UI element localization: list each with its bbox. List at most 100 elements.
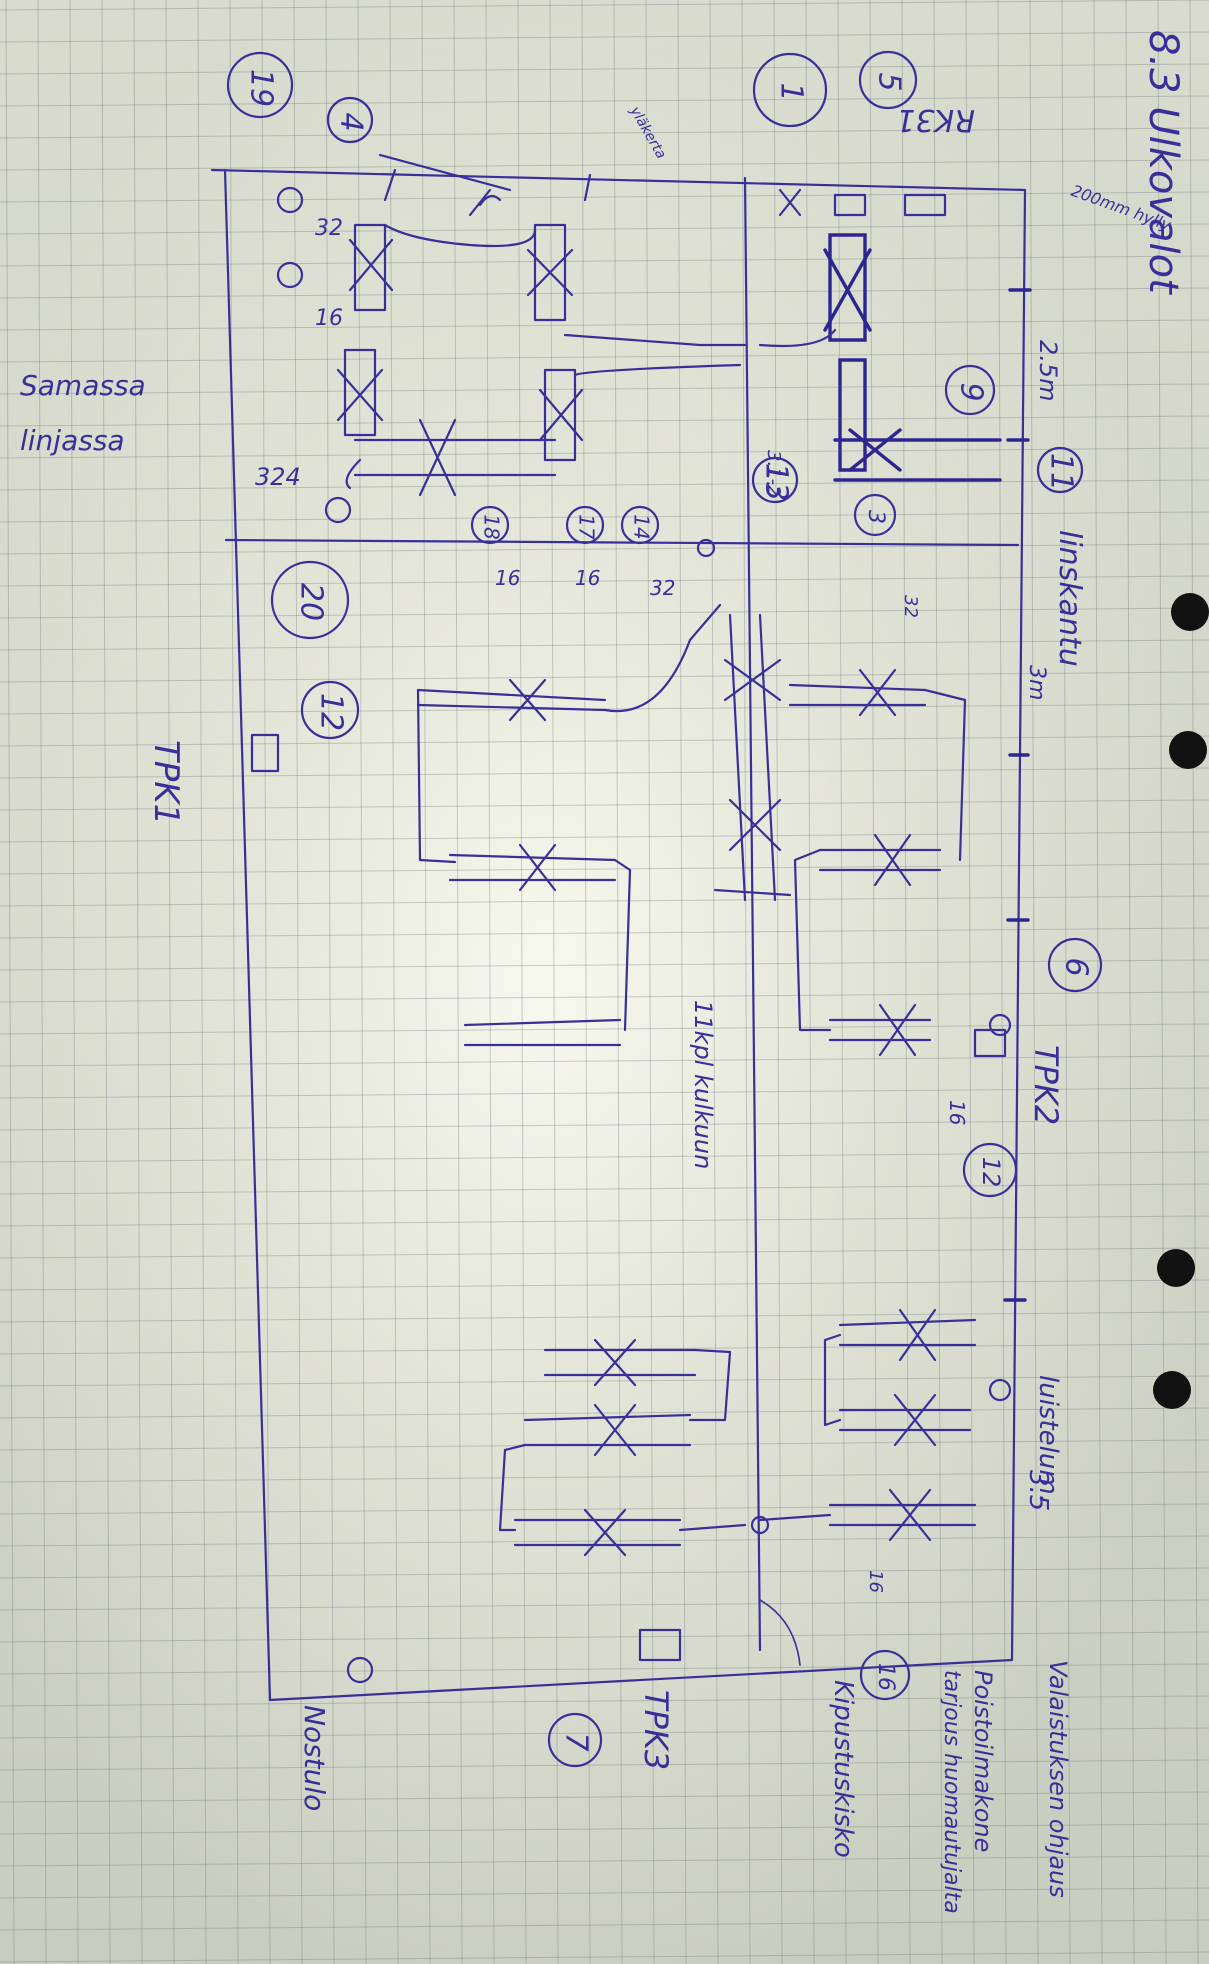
grid-line bbox=[37, 0, 47, 1964]
grid-line bbox=[0, 1215, 1209, 1227]
grid-line bbox=[0, 639, 1209, 651]
label-3m: 3m bbox=[1024, 665, 1049, 700]
grid-line bbox=[0, 127, 1209, 139]
grid-line bbox=[0, 1087, 1209, 1099]
label-kipustuskisko: Kipustuskisko bbox=[828, 1680, 858, 1858]
grid-line bbox=[0, 511, 1209, 523]
grid-line bbox=[421, 0, 431, 1964]
grid-line bbox=[0, 1951, 1209, 1963]
tpk2-box bbox=[973, 1028, 1007, 1058]
label-linjassa: linjassa bbox=[20, 424, 125, 457]
grid-line bbox=[0, 1695, 1209, 1707]
marker-number: 17 bbox=[575, 514, 599, 540]
grid-line bbox=[0, 799, 1209, 811]
label-3-5: 3.5 bbox=[1023, 1470, 1053, 1511]
label-32a: 32 bbox=[315, 216, 343, 241]
wall-marks-right bbox=[1003, 288, 1032, 1302]
grid-line bbox=[0, 1663, 1209, 1675]
label-samassa: Samassa bbox=[20, 369, 146, 402]
corridor-line-horizontal bbox=[224, 538, 1020, 547]
luminaire-group-middle-right bbox=[788, 668, 967, 1057]
label-rk31: RK31 bbox=[896, 102, 975, 137]
binder-hole bbox=[1171, 593, 1209, 631]
grid-line bbox=[0, 1375, 1209, 1387]
grid-line bbox=[1125, 0, 1135, 1964]
marker-number: 5 bbox=[872, 72, 907, 91]
marker-number: 12 bbox=[314, 693, 349, 731]
grid-line bbox=[0, 447, 1209, 459]
label-ylakerta: yläkerta bbox=[626, 103, 669, 162]
corridor-line-vertical bbox=[743, 176, 762, 1652]
label-16b: 16 bbox=[495, 566, 520, 590]
marker-number: 7 bbox=[559, 1732, 594, 1751]
marker-number: 16 bbox=[873, 1663, 898, 1691]
grid-line bbox=[549, 0, 559, 1964]
building-outline bbox=[210, 168, 1027, 1702]
grid-line bbox=[0, 1183, 1209, 1195]
grid-line bbox=[0, 831, 1209, 843]
grid-line bbox=[0, 1535, 1209, 1547]
grid-line bbox=[0, 927, 1209, 939]
grid-line bbox=[0, 1727, 1209, 1739]
label-16e: 16 bbox=[865, 1570, 886, 1593]
label-16d: 16 bbox=[945, 1100, 969, 1125]
grid-line bbox=[0, 319, 1209, 331]
grid-line bbox=[69, 0, 79, 1964]
grid-line bbox=[709, 0, 719, 1964]
grid-line bbox=[613, 0, 623, 1964]
tpk1-box bbox=[250, 733, 280, 773]
label-16c: 16 bbox=[575, 566, 600, 590]
grid-line bbox=[0, 223, 1209, 235]
grid-line bbox=[869, 0, 879, 1964]
marker-circle bbox=[1047, 937, 1103, 993]
grid-line bbox=[1157, 0, 1167, 1964]
marker-number: 9 bbox=[954, 382, 989, 401]
binder-hole bbox=[1169, 731, 1207, 769]
grid-line bbox=[0, 191, 1209, 203]
grid-line bbox=[5, 0, 15, 1964]
luminaire-group-bottom-right bbox=[758, 1308, 977, 1542]
grid-line bbox=[357, 0, 367, 1964]
grid-line bbox=[485, 0, 495, 1964]
grid-line bbox=[581, 0, 591, 1964]
marker-circle bbox=[470, 505, 510, 545]
grid-line bbox=[0, 1247, 1209, 1259]
grid-line bbox=[0, 63, 1209, 75]
grid-line bbox=[0, 1471, 1209, 1483]
label-tpk1: TPK1 bbox=[146, 740, 186, 825]
grid-line bbox=[0, 895, 1209, 907]
grid-line bbox=[389, 0, 399, 1964]
marker-number: 12 bbox=[977, 1157, 1005, 1188]
label-11kpl: 11kpl kulkuun bbox=[689, 1000, 717, 1169]
marker-circle bbox=[547, 1712, 603, 1768]
marker-circle bbox=[226, 51, 294, 119]
luminaire-group-middle-left bbox=[416, 603, 722, 1047]
marker-circle bbox=[858, 50, 918, 110]
marker-number: 4 bbox=[334, 112, 369, 131]
luminaire-group-corridor bbox=[713, 613, 792, 902]
binder-hole bbox=[1157, 1249, 1195, 1287]
numbered-markers bbox=[226, 50, 1103, 1768]
marker-circle bbox=[300, 680, 360, 740]
grid-line bbox=[0, 991, 1209, 1003]
label-3-1-2: 3.1-2 bbox=[763, 450, 784, 497]
grid-line bbox=[0, 1407, 1209, 1419]
grid-line bbox=[0, 607, 1209, 619]
grid-line bbox=[0, 1759, 1209, 1771]
grid-line bbox=[0, 1919, 1209, 1931]
grid-line bbox=[0, 1599, 1209, 1611]
marker-number: 6 bbox=[1059, 957, 1094, 976]
grid-line bbox=[837, 0, 847, 1964]
label-poisto: Poistoilmakone bbox=[969, 1670, 997, 1852]
label-tarjous: tarjous huomautujalta bbox=[939, 1670, 964, 1914]
marker-number: 1 bbox=[774, 82, 809, 101]
grid-line bbox=[1093, 0, 1103, 1964]
grid-line bbox=[0, 479, 1209, 491]
grid-line bbox=[805, 0, 815, 1964]
grid-line bbox=[0, 383, 1209, 395]
marker-circle bbox=[270, 560, 350, 640]
marker-number: 13 bbox=[759, 463, 794, 501]
tpk3-box bbox=[638, 1628, 682, 1662]
